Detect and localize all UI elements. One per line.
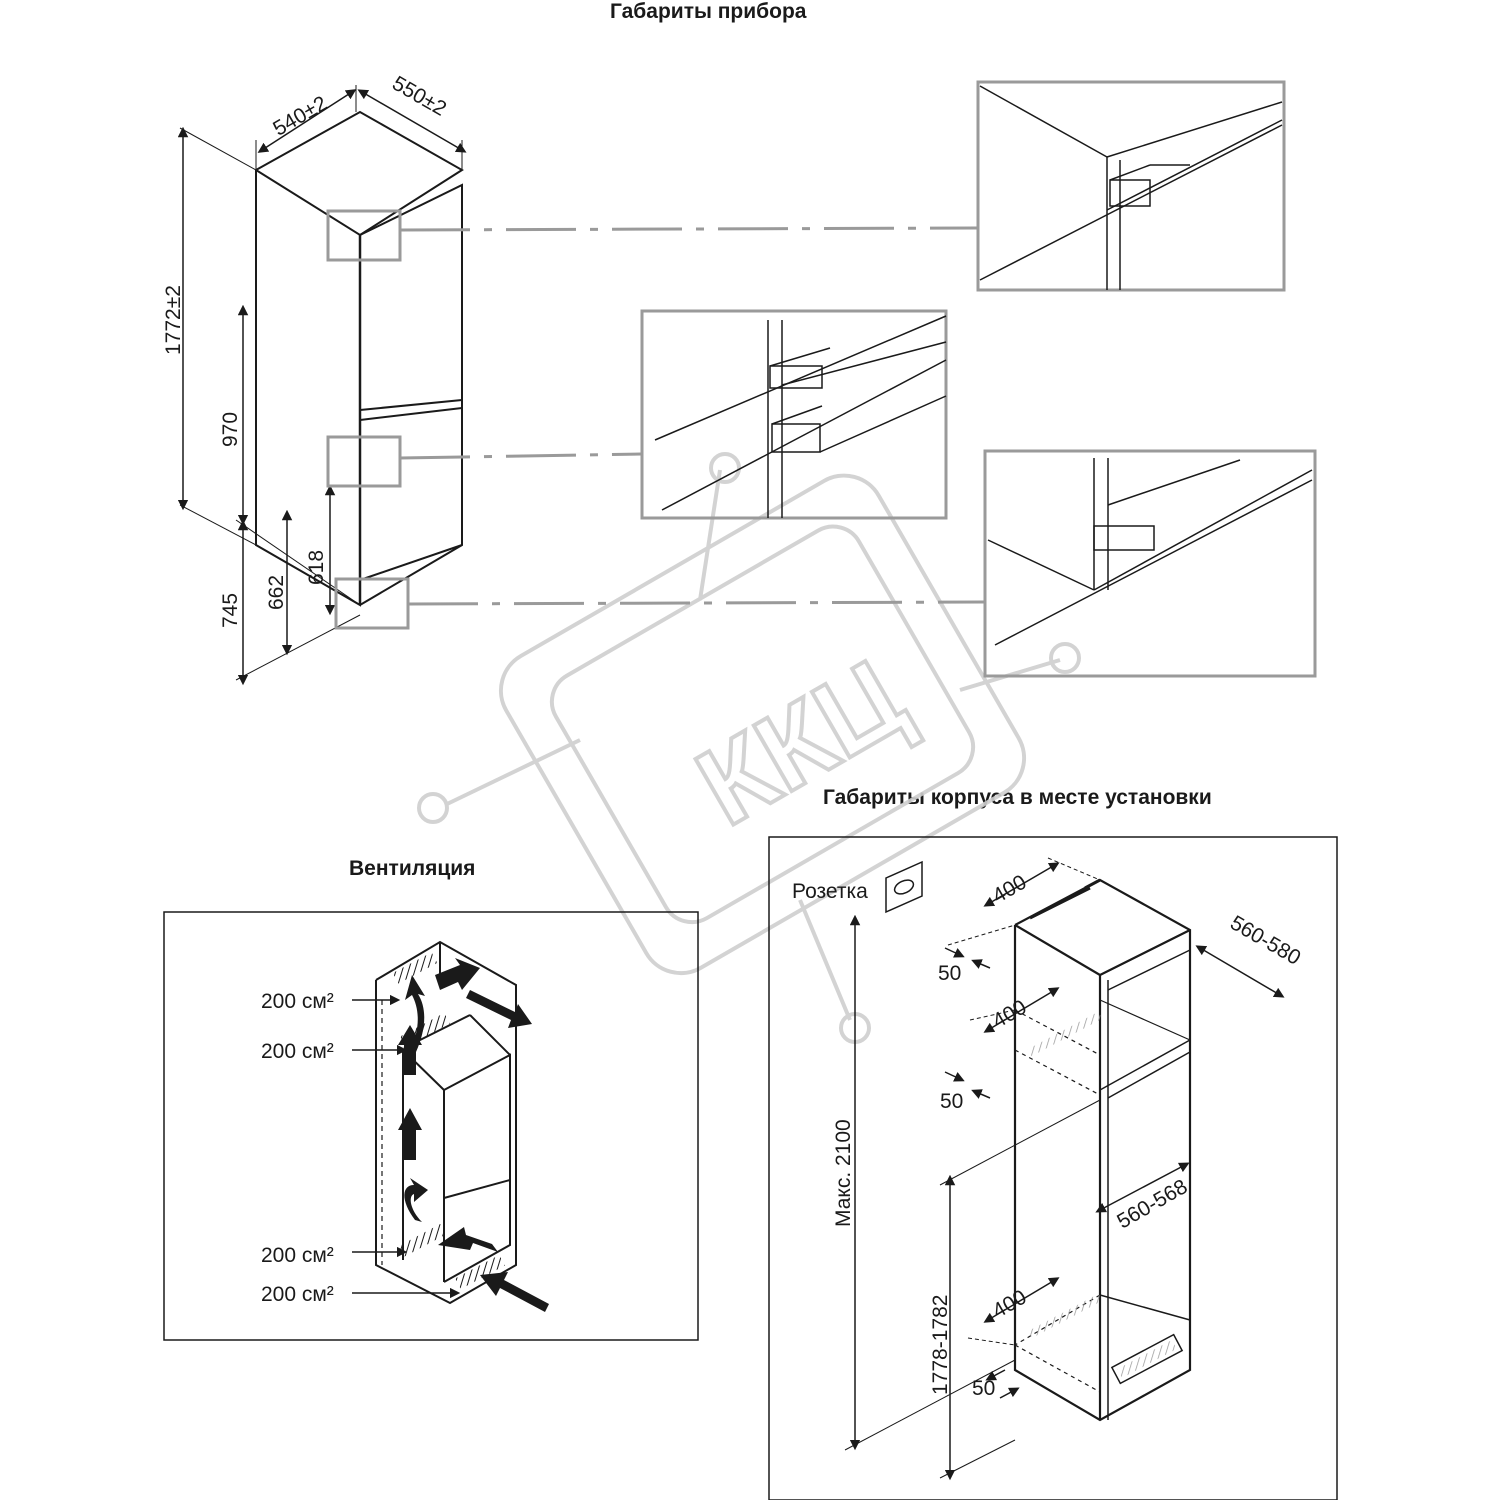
vent-label-1: 200 см² — [261, 990, 334, 1013]
zoom-detail-middle — [640, 309, 948, 520]
vent-label-2: 200 см² — [261, 1040, 334, 1063]
device-662-label: 662 — [265, 575, 288, 610]
device-height-label: 1772±2 — [162, 285, 185, 355]
device-drawing — [177, 85, 467, 686]
niche-depth-label: 560-580 — [1226, 911, 1304, 969]
socket-icon — [885, 860, 923, 914]
niche-top-width-label: 400 — [989, 871, 1031, 908]
vent-label-3: 200 см² — [261, 1244, 334, 1267]
zoom-connectors — [399, 226, 986, 606]
niche-inner-width-label: 560-568 — [1113, 1175, 1191, 1233]
socket-label: Розетка — [792, 880, 868, 903]
niche-gap3-label: 50 — [972, 1377, 995, 1400]
zoom-detail-bottom — [983, 449, 1317, 678]
niche-panel: Розетка — [768, 836, 1338, 1500]
niche-bottom-width-label: 400 — [989, 1286, 1031, 1323]
device-745-label: 745 — [219, 593, 242, 628]
vent-label-4: 200 см² — [261, 1283, 334, 1306]
airflow-arrow-icon — [398, 958, 549, 1312]
zoom-detail-top — [976, 80, 1286, 292]
niche-dimensions-title: Габариты корпуса в месте установки — [823, 786, 1212, 809]
niche-mid-width-label: 400 — [989, 996, 1031, 1033]
niche-gap1-label: 50 — [938, 962, 961, 985]
niche-gap2-label: 50 — [940, 1090, 963, 1113]
device-618-label: 618 — [305, 550, 328, 585]
watermark-text: ККЦ — [678, 635, 925, 849]
watermark: ККЦ — [417, 452, 1081, 1044]
ventilation-title: Вентиляция — [349, 857, 476, 880]
niche-height-label: 1778-1782 — [929, 1295, 952, 1395]
ventilation-panel: 200 см² 200 см² 200 см² 200 см² — [163, 911, 699, 1341]
niche-max-height-label: Макс. 2100 — [832, 1119, 855, 1227]
device-dimensions-title: Габариты прибора — [610, 0, 807, 23]
device-970-label: 970 — [219, 412, 242, 447]
